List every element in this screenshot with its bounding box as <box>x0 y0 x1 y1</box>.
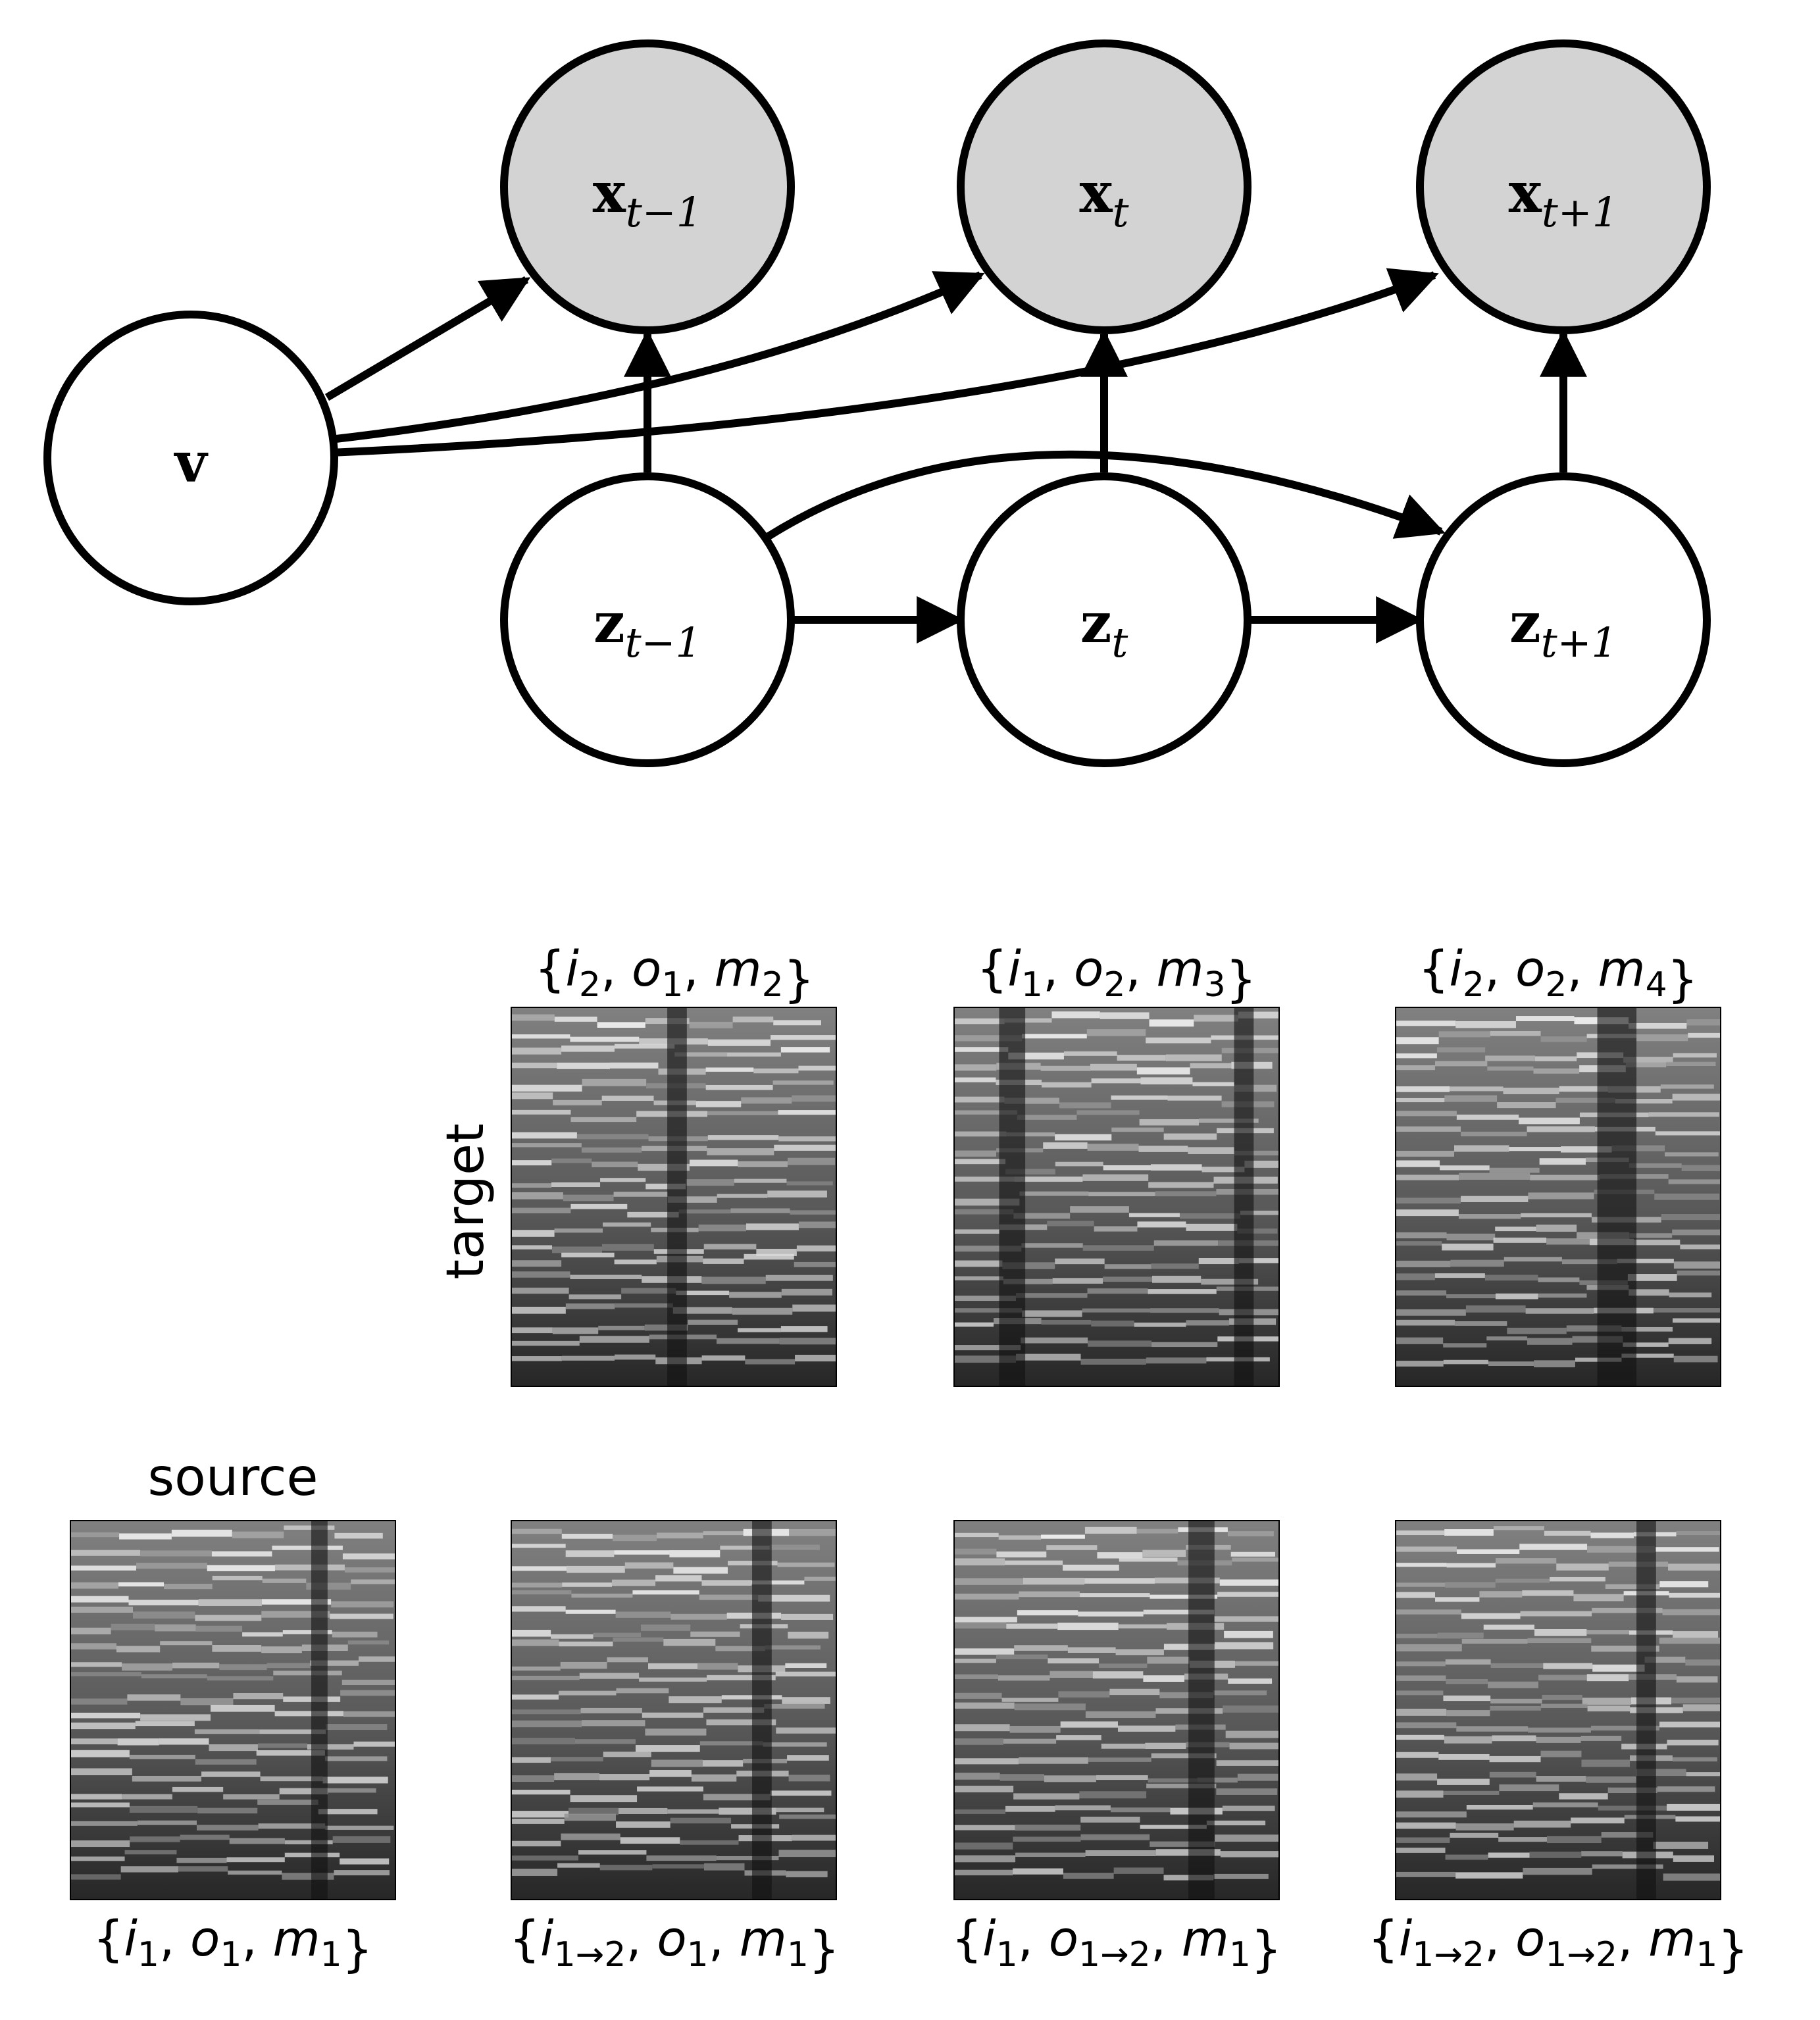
node-subscript: t+1 <box>1542 188 1618 236</box>
source-panel-label: {i1, o1, m1} <box>93 1911 373 1978</box>
node-v: v <box>43 311 338 605</box>
node-x-next: xt+1 <box>1416 39 1711 334</box>
node-z-next: zt+1 <box>1416 472 1711 767</box>
node-subscript: t <box>1111 619 1128 667</box>
source-spectrogram <box>70 1520 396 1900</box>
svg-text:zt: zt <box>1080 590 1128 667</box>
edges <box>324 268 1587 644</box>
edge-v-x-next <box>330 268 1439 457</box>
svg-text:zt+1: zt+1 <box>1509 590 1617 667</box>
col-label-source: source <box>147 1448 318 1507</box>
result-panel-label: {i1→2, o1→2, m1} <box>1368 1911 1749 1978</box>
svg-text:xt−1: xt−1 <box>593 160 702 236</box>
target-spectrogram <box>511 1007 837 1387</box>
target-panel-label: {i1, o2, m3} <box>976 941 1257 1008</box>
node-label-z: z <box>1509 590 1541 655</box>
node-subscript: t <box>1113 188 1129 236</box>
spectrogram-grid: target source {i2, o1, m2} {i1, o2, m3} … <box>70 941 1748 1978</box>
edge-z-prev-z-next <box>766 450 1446 540</box>
node-label-z: z <box>1080 590 1112 655</box>
node-label-v: v <box>174 430 209 495</box>
node-z-prev: zt−1 <box>500 472 795 767</box>
node-subscript: t+1 <box>1541 619 1617 667</box>
target-panel-label: {i2, o1, m2} <box>534 941 815 1008</box>
svg-text:zt−1: zt−1 <box>594 590 701 667</box>
svg-text:xt+1: xt+1 <box>1509 160 1618 236</box>
graphical-model: v xt−1 xt xt+1 zt−1 <box>43 39 1711 767</box>
node-label-z: z <box>594 590 625 655</box>
target-spectrogram <box>953 1007 1280 1387</box>
svg-text:xt: xt <box>1079 160 1128 236</box>
node-label-x: x <box>593 160 626 225</box>
target-spectrogram <box>1395 1007 1721 1387</box>
result-spectrogram <box>953 1520 1280 1900</box>
edge-v-x-t <box>330 271 985 443</box>
result-panel-label: {i1, o1→2, m1} <box>951 1911 1282 1978</box>
node-z-t: zt <box>957 472 1251 767</box>
target-panel-label: {i2, o2, m4} <box>1418 941 1698 1008</box>
node-label-x: x <box>1509 160 1542 225</box>
node-subscript: t−1 <box>626 188 702 236</box>
edge-v-x-prev <box>324 276 531 401</box>
result-spectrogram <box>1395 1520 1721 1900</box>
node-subscript: t−1 <box>625 619 701 667</box>
node-x-t: xt <box>957 39 1251 334</box>
node-label-x: x <box>1079 160 1113 225</box>
row-label-target: target <box>436 1123 495 1279</box>
result-spectrogram <box>511 1520 837 1900</box>
node-x-prev: xt−1 <box>500 39 795 334</box>
result-panel-label: {i1→2, o1, m1} <box>509 1911 840 1978</box>
